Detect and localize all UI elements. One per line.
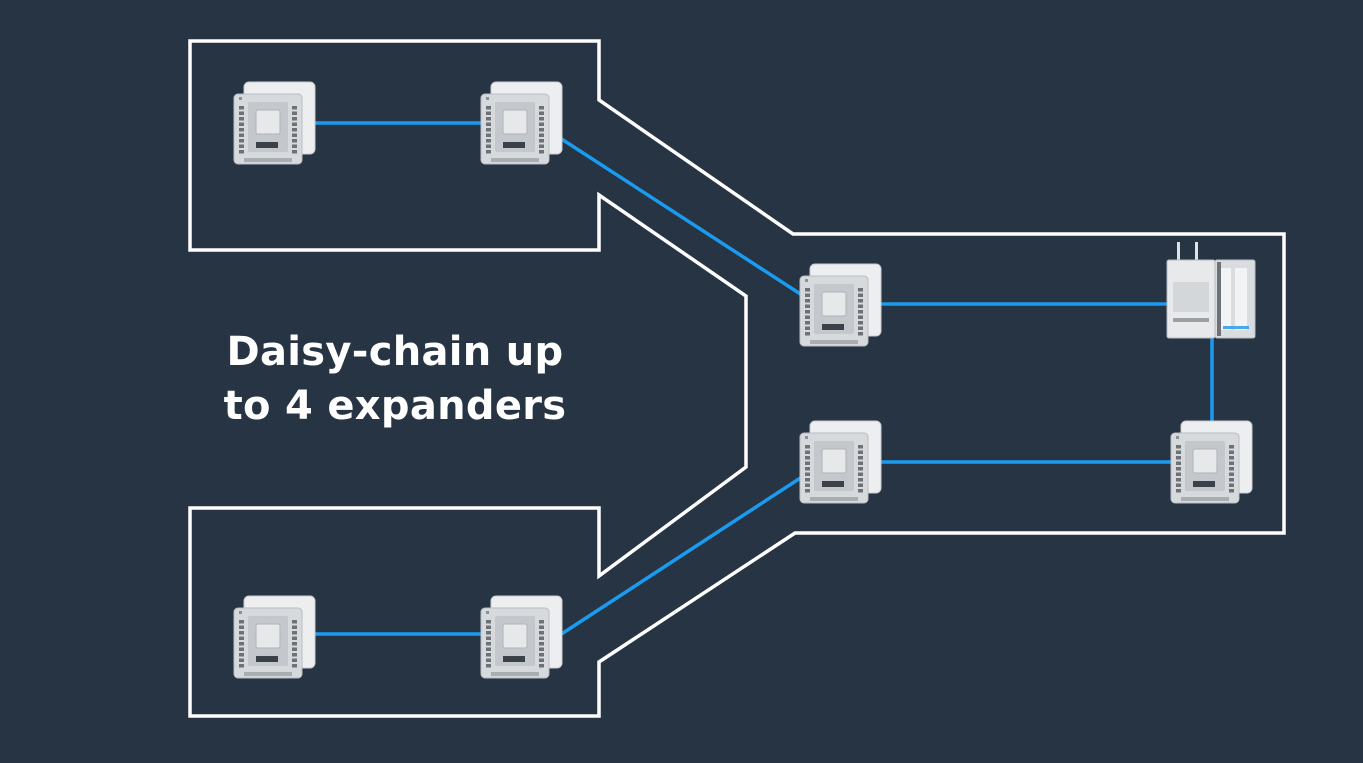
expander-main-upper-device bbox=[799, 263, 882, 347]
controller-hub-device bbox=[1166, 242, 1256, 339]
diagram-caption: Daisy-chain up to 4 expanders bbox=[180, 325, 610, 433]
devices-layer bbox=[233, 81, 1256, 679]
expander-main-lower-device bbox=[799, 420, 882, 504]
expander-bottom-right-device bbox=[480, 595, 563, 679]
cable-group bbox=[312, 121, 1214, 637]
cable-bottom-to-main bbox=[559, 473, 806, 637]
expander-bottom-left-device bbox=[233, 595, 316, 679]
caption-line-2: to 4 expanders bbox=[223, 383, 567, 429]
expander-top-right-device bbox=[480, 81, 563, 165]
expander-top-left-device bbox=[233, 81, 316, 165]
cable-top-to-main bbox=[559, 136, 806, 299]
outline-frame bbox=[188, 39, 1286, 718]
caption-line-1: Daisy-chain up bbox=[226, 329, 564, 375]
expander-main-right-device bbox=[1170, 420, 1253, 504]
